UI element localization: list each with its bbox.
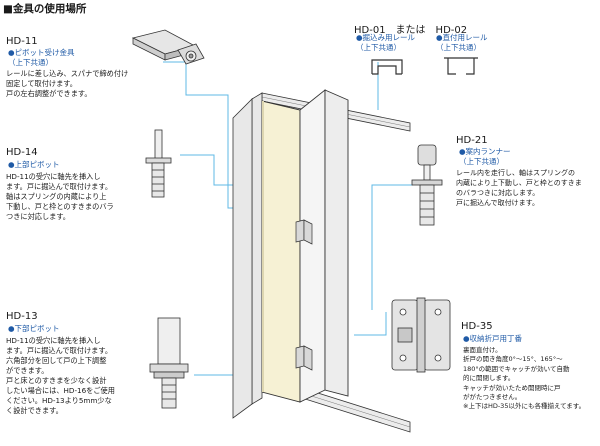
hd01-hd02-code: HD-01 または HD-02 (354, 25, 468, 36)
hd13-desc-line-5: 戸と床とのすきまを少なく設計 (6, 376, 107, 385)
hd14-description: HD-11の受穴に軸先を挿入し ます。戸に掘込んで取付けます。 軸はスプリングの… (6, 172, 114, 222)
hd11-description: レールに差し込み、スパナで締め付け 固定して取付けます。 戸の左右調整ができます… (6, 69, 128, 99)
hd14-name: ●上部ピボット (8, 160, 60, 169)
hd21-desc-line-4: 戸に掘込んで取付けます。 (456, 199, 539, 207)
hd01-name-line-2: （上下共通） (356, 43, 401, 52)
hd35-desc-line-5: キャッチが効いたため開閉時に戸 (463, 383, 561, 392)
hd35-desc-line-6: ががたつきません。 (463, 393, 522, 402)
surface-rail-icon (444, 57, 478, 75)
hd35-code: HD-35 (461, 321, 493, 332)
hd14-code: HD-14 (6, 147, 38, 158)
folding-hinge-icon (391, 297, 451, 373)
hd11-code: HD-11 (6, 36, 38, 47)
hd21-desc-line-2: 内蔵により上下動し、戸と枠とのすきま (456, 179, 582, 187)
hd02-name: ●直付用レール （上下共通） (436, 33, 488, 53)
hd02-name-line-2: （上下共通） (436, 43, 481, 52)
hd35-desc-line-7: ※上下はHD-35以外にも各種揃えてます。 (463, 402, 586, 411)
hd35-desc-line-1: 裏面直付け。 (463, 346, 502, 354)
hd13-code: HD-13 (6, 311, 38, 322)
hd21-name-line-2: （上下共通） (459, 157, 504, 166)
hd21-name-line-1: ●案内ランナー (459, 147, 511, 156)
hd13-desc-line-1: HD-11の受穴に軸先を挿入し (6, 336, 101, 345)
hd11-name-line-2: （上下共通） (8, 58, 53, 67)
hd13-name: ●下部ピボット (8, 324, 60, 333)
hd13-desc-line-3: 六角部分を回して戸の上下調整 (6, 356, 107, 365)
hd02-name-line-1: ●直付用レール (436, 33, 488, 42)
hd14-desc-line-2: ます。戸に掘込んで取付けます。 (6, 182, 113, 191)
hd14-desc-line-4: 下動し、戸と枠とのすきまのバラ (6, 202, 114, 211)
hd13-desc-line-6: したい場合には、HD-16をご使用 (6, 386, 115, 395)
hd35-desc-line-3: 180°の範囲でキャッチが効いて自動 (463, 364, 570, 373)
hd11-desc-line-3: 戸の左右調整ができます。 (6, 89, 92, 98)
recessed-rail-icon (371, 59, 403, 75)
door-hinge-lower (295, 345, 313, 371)
upper-pivot-icon (145, 129, 172, 198)
hd21-name: ●案内ランナー （上下共通） (459, 147, 511, 167)
hd11-name: ●ピボット受け金具 （上下共通） (8, 48, 75, 68)
hd13-description: HD-11の受穴に軸先を挿入し ます。戸に掘込んで取付けます。 六角部分を回して… (6, 336, 115, 416)
hd14-desc-line-5: つきに対応します。 (6, 212, 70, 221)
hd35-description: 裏面直付け。 折戸の開き角度0°～15°、165°～ 180°の範囲でキャッチが… (463, 346, 585, 412)
hd13-desc-line-4: ができます。 (6, 366, 49, 375)
hd21-description: レール内を走行し、軸はスプリングの 内蔵により上下動し、戸と枠とのすきま のバラ… (456, 168, 582, 208)
hd01-name: ●掘込み用レール （上下共通） (356, 33, 415, 53)
hd11-desc-line-2: 固定して取付けます。 (6, 79, 77, 88)
guide-runner-icon (411, 144, 443, 226)
hd11-desc-line-1: レールに差し込み、スパナで締め付け (6, 69, 129, 78)
hd35-desc-line-2: 折戸の開き角度0°～15°、165°～ (463, 355, 563, 364)
wall-frame (232, 92, 263, 419)
hd11-name-line-1: ●ピボット受け金具 (8, 48, 75, 57)
hd13-desc-line-7: ください。HD-13より5mm少な (6, 396, 112, 405)
hd14-desc-line-3: 軸はスプリングの内蔵により上 (6, 192, 107, 201)
hd14-desc-line-1: HD-11の受穴に軸先を挿入し (6, 172, 101, 181)
hd21-desc-line-3: のバラつきに対応します。 (456, 189, 540, 197)
lower-pivot-icon (149, 317, 189, 409)
door-panel-third (324, 89, 349, 397)
door-hinge-upper (295, 219, 313, 245)
hd35-desc-line-4: 的に開閉します。 (463, 374, 515, 383)
hd21-desc-line-1: レール内を走行し、軸はスプリングの (456, 169, 575, 177)
pivot-bracket-icon (131, 29, 205, 65)
hd13-desc-line-2: ます。戸に掘込んで取付けます。 (6, 346, 113, 355)
hd13-desc-line-8: く設計できます。 (6, 406, 63, 415)
page-title: ■金具の使用場所 (3, 3, 87, 15)
hd01-name-line-1: ●掘込み用レール (356, 33, 416, 42)
door-panel-front (261, 100, 301, 403)
hd21-code: HD-21 (456, 135, 488, 146)
hd35-name: ●収納折戸用丁番 (463, 334, 523, 343)
